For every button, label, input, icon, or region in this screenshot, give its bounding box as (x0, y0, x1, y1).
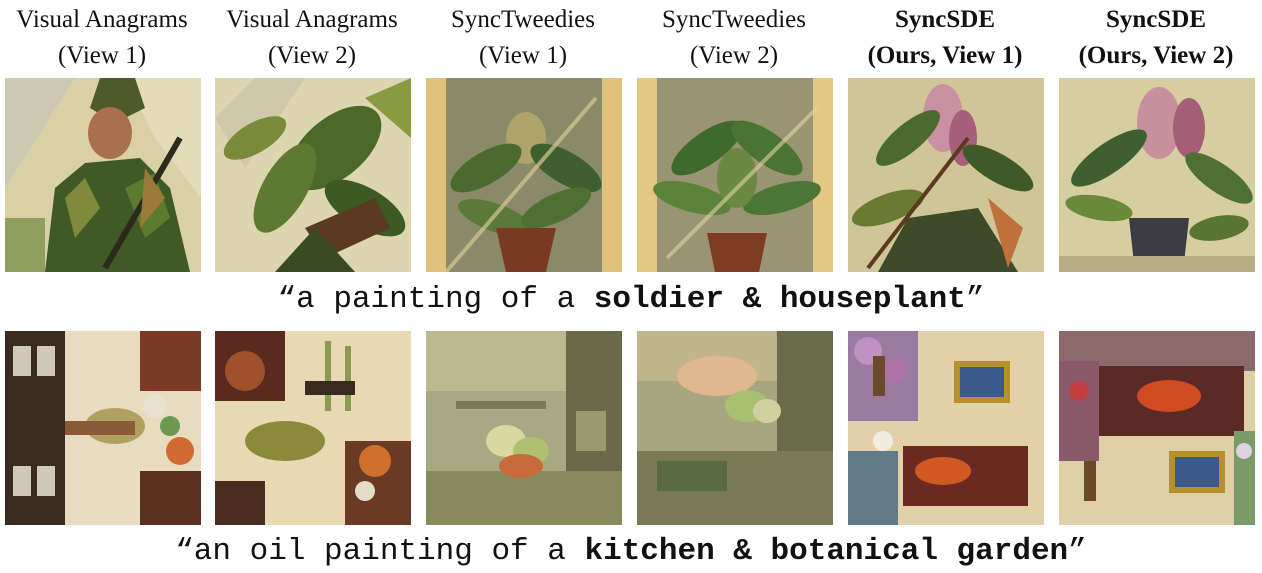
header-method: SyncSDE (1105, 6, 1207, 33)
header-col-2: Visual Anagrams (View 2) (207, 2, 417, 74)
header-method: Visual Anagrams (16, 6, 188, 33)
image-visual-anagrams-view-2-houseplant (215, 78, 411, 272)
caption-prefix: “a painting of a (277, 282, 594, 317)
header-col-1: Visual Anagrams (View 1) (0, 2, 207, 74)
image-synctweedies-view-2-garden (637, 331, 833, 525)
header-col-3: SyncTweedies (View 1) (418, 2, 628, 74)
caption-prefix: “an oil painting of a (175, 534, 585, 569)
header-method: Visual Anagrams (226, 6, 398, 33)
image-syncsde-view-1-soldier (848, 78, 1044, 272)
header-col-6: SyncSDE (Ours, View 2) (1051, 2, 1261, 74)
image-visual-anagrams-view-1-kitchen (5, 331, 201, 525)
header-view: (View 1) (57, 42, 147, 69)
caption-suffix: ” (965, 282, 985, 317)
image-synctweedies-view-2-houseplant (637, 78, 833, 272)
header-view: (Ours, View 1) (867, 42, 1023, 69)
image-syncsde-view-1-kitchen (848, 331, 1044, 525)
caption-row-2: “an oil painting of a kitchen & botanica… (0, 534, 1262, 569)
caption-subject: kitchen & botanical garden (584, 534, 1069, 569)
image-syncsde-view-2-houseplant (1059, 78, 1255, 272)
image-synctweedies-view-1-kitchen (426, 331, 622, 525)
header-view: (View 2) (267, 42, 357, 69)
header-view: (Ours, View 2) (1078, 42, 1234, 69)
image-visual-anagrams-view-1-soldier (5, 78, 201, 272)
header-method: SyncTweedies (450, 6, 596, 33)
caption-subject: soldier & houseplant (593, 282, 966, 317)
image-synctweedies-view-1-soldier (426, 78, 622, 272)
header-view: (View 1) (478, 42, 568, 69)
image-visual-anagrams-view-2-garden (215, 331, 411, 525)
caption-row-1: “a painting of a soldier & houseplant” (0, 282, 1262, 317)
image-syncsde-view-2-garden (1059, 331, 1255, 525)
header-view: (View 2) (689, 42, 779, 69)
header-method: SyncSDE (894, 6, 996, 33)
header-col-4: SyncTweedies (View 2) (629, 2, 839, 74)
header-method: SyncTweedies (661, 6, 807, 33)
caption-suffix: ” (1068, 534, 1087, 569)
header-col-5: SyncSDE (Ours, View 1) (840, 2, 1050, 74)
